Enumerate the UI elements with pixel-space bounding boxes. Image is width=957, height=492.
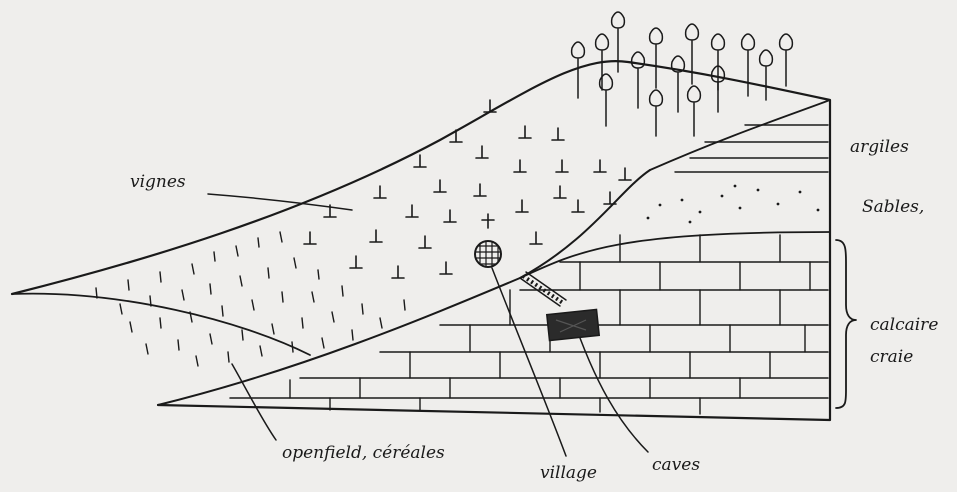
sables-boundary <box>519 231 831 279</box>
caves-symbol <box>519 271 601 342</box>
label-argiles: argiles <box>850 137 909 157</box>
label-calcaire: calcaire <box>870 315 938 335</box>
cereal-marks <box>95 231 406 367</box>
caves-leader <box>579 337 649 453</box>
calcaire-bedding <box>229 261 829 399</box>
surface-limestone-boundary <box>157 169 651 406</box>
cave-tunnel <box>519 271 567 307</box>
argiles-stripes <box>674 124 829 173</box>
hill-outline <box>10 60 832 422</box>
openfield-leader <box>231 363 277 441</box>
label-craie: craie <box>870 347 913 367</box>
label-vignes: vignes <box>130 172 186 192</box>
village-leader <box>491 267 567 457</box>
cave-chamber <box>545 308 601 342</box>
cave-tunnel-fill <box>521 274 565 305</box>
label-openfield: openfield, céréales <box>282 443 445 463</box>
label-caves: caves <box>652 455 700 475</box>
argiles-boundary <box>649 99 831 171</box>
label-village: village <box>540 463 597 483</box>
forest-trees <box>570 11 794 137</box>
village-symbol <box>474 240 502 268</box>
vine-marks <box>303 99 632 279</box>
sables-dots <box>646 184 820 224</box>
label-sables: Sables, <box>862 197 924 217</box>
openfield-vines-divide <box>11 292 311 356</box>
vignes-leader <box>207 193 353 211</box>
calcaire-brace <box>835 239 857 409</box>
